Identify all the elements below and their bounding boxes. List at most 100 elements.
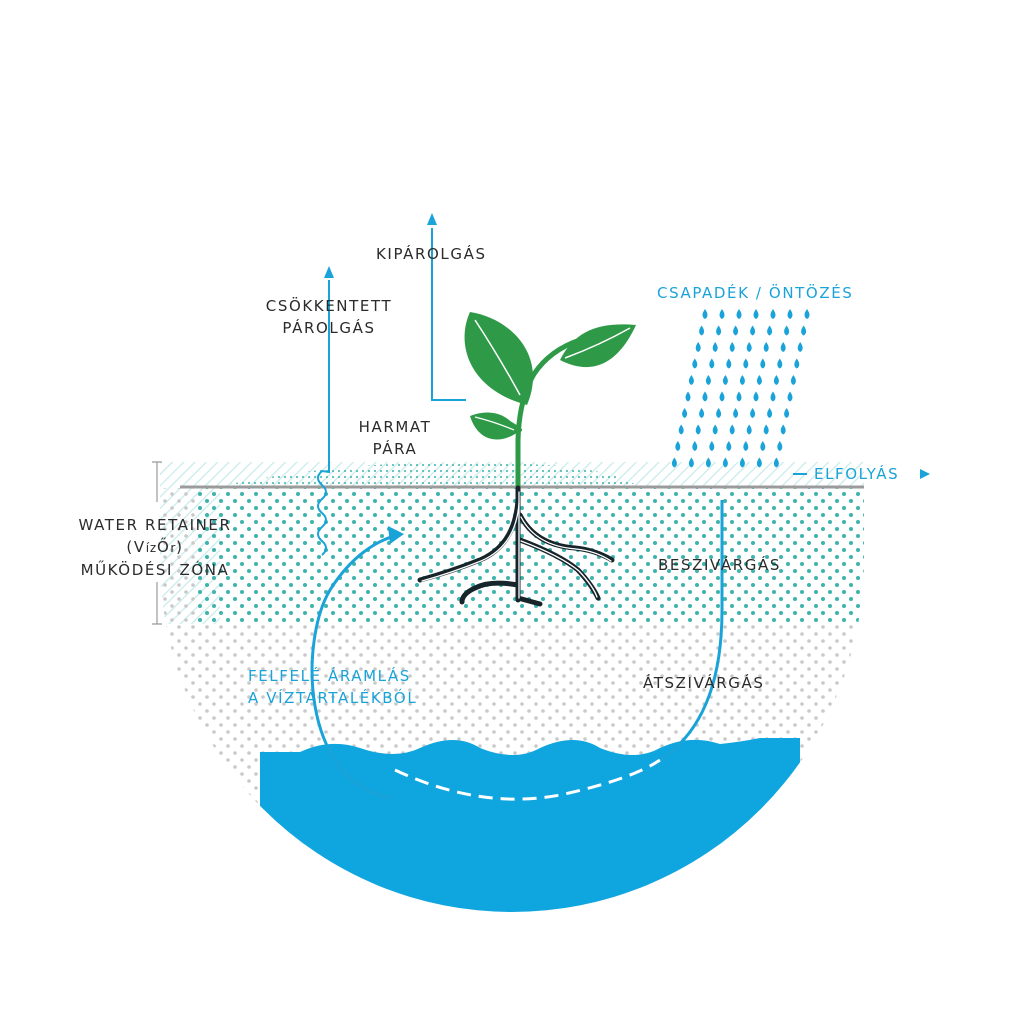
dew-vapor-mound [210,462,640,488]
label-precipitation-irrigation: CSAPADÉK / ÖNTÖZÉS [657,284,854,302]
rain-drop [777,441,783,451]
label-upward-flow-line1: FELFELÉ ÁRAMLÁS [248,667,411,685]
rain-drop [753,391,759,402]
rain-drop [729,342,735,352]
rain-drop [709,441,715,451]
rain-drop [756,375,762,385]
rain-drop [712,424,718,435]
upward-flow-arrowhead [388,526,404,544]
label-upward-flow-line2: A VÍZTARTALÉKBÓL [248,689,418,707]
rain-drop [773,375,779,385]
reservoir-flow-dashed [394,758,661,801]
label-dew: HARMAT [358,418,432,436]
rain-drop [750,325,756,336]
rain-drop [767,325,773,336]
rain-drop [702,309,708,319]
rain-drop [753,309,759,319]
rain-drop [770,309,776,319]
rain-drop [780,342,786,352]
rain-drop [716,325,722,336]
rain-drop [719,391,725,402]
rain-drop [671,457,677,468]
rain-drop [692,358,698,369]
groundwater-reservoir [260,738,800,912]
rain-drop [688,457,694,468]
upward-flow-arrow [310,533,399,800]
rain-drop [743,441,749,451]
rain-drop [733,408,739,418]
zone-bracket-top [152,461,162,502]
rain-drop [685,391,691,402]
label-zone-line2: (VízŐr) [126,538,184,556]
rain-drop [784,325,790,336]
rain-drop [699,325,705,336]
rain-drop [736,391,742,402]
rain-drop [733,325,739,336]
label-vapor: PÁRA [372,440,418,458]
rain-drop [675,441,681,451]
rain-drop [722,375,728,385]
rain-drop [770,391,776,402]
transpiration-arrowhead [427,213,437,225]
rain-drop [760,358,766,369]
rain-drop [705,375,711,385]
rain-drop [682,408,688,418]
rain-drop [743,358,749,369]
zone-bracket-bottom [152,582,162,625]
transpiration-line [431,228,466,401]
rain-drop [726,441,732,451]
rain-drop [699,408,705,418]
label-percolation: ÁTSZIVÁRGÁS [643,674,765,692]
runoff-arrowhead [920,469,930,479]
rain-drop [767,408,773,418]
leaf-small [470,412,518,440]
rain-drop [750,408,756,418]
rain-drop [777,358,783,369]
rain-drop [726,358,732,369]
rain-drop [804,309,810,319]
label-zone: WATER RETAINER (VízŐr) MŰKÖDÉSI ZÓNA [60,514,250,581]
reduced-evaporation-line [317,280,330,556]
rain-drop [763,342,769,352]
rain-drop [709,358,715,369]
leaf-small-vein [474,416,515,431]
rain-drop [787,309,793,319]
rain-drops [671,309,810,468]
rain-drop [739,375,745,385]
rain-drop [797,342,803,352]
leaf-right-vein [564,327,631,359]
rain-drop [729,424,735,435]
rain-drop [756,457,762,468]
rain-drop [801,325,807,336]
rain-drop [705,457,711,468]
reduced-evaporation-arrowhead [324,266,334,278]
label-infiltration: BESZIVÁRGÁS [658,556,781,574]
rain-drop [719,309,725,319]
rain-drop [688,375,694,385]
leaf-large-vein [474,319,521,396]
label-zone-line3: MŰKÖDÉSI ZÓNA [80,561,230,579]
plant-stem [515,337,583,491]
rain-drop [763,424,769,435]
label-reduced-evaporation-line1: CSÖKKENTETT [265,297,393,315]
rain-drop [739,457,745,468]
label-runoff: ELFOLYÁS [814,465,900,483]
rain-drop [678,424,684,435]
rain-drop [716,408,722,418]
rain-drop [695,424,701,435]
rain-drop [780,424,786,435]
label-transpiration: KIPÁROLGÁS [376,245,487,263]
label-zone-line1: WATER RETAINER [78,516,232,534]
plant-roots [417,485,615,607]
label-reduced-evaporation-line2: PÁROLGÁS [282,319,376,337]
rain-drop [784,408,790,418]
rain-drop [746,424,752,435]
rain-drop [760,441,766,451]
rain-drop [746,342,752,352]
label-dew-vapor: HARMAT PÁRA [345,416,445,460]
rain-drop [736,309,742,319]
rain-drop [794,358,800,369]
rain-drop [692,441,698,451]
